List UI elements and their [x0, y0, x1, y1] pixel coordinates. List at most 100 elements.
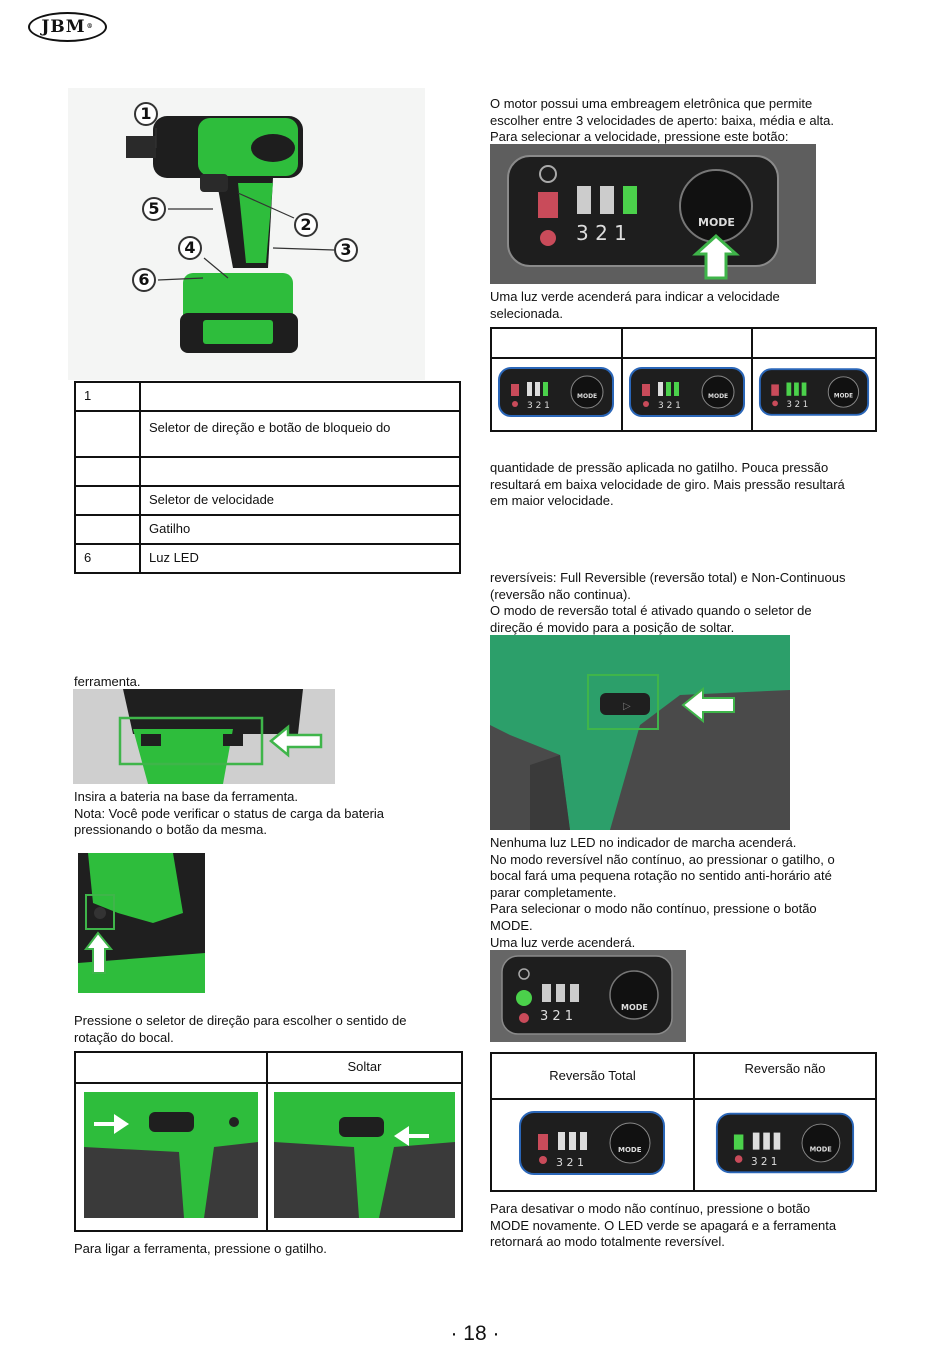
text-line: No modo reversível não contínuo, ao pres… [490, 851, 835, 867]
text-line: (reversão não continua). [490, 586, 631, 602]
speed-header-3 [751, 327, 877, 359]
impact-wrench-photo: 1 5 2 3 4 6 [68, 88, 425, 380]
text-line: Para selecionar o modo não contínuo, pre… [490, 901, 817, 917]
non-continuous-panel-photo: 3 2 1 MODE [490, 950, 686, 1042]
text-line: parar completamente. [490, 884, 617, 900]
text-line: escolher entre 3 velocidades de aperto: … [490, 112, 834, 128]
text-line: rotação do bocal. [74, 1029, 174, 1045]
panel-speed-numbers: 3 2 1 [576, 221, 627, 245]
callout-3: 3 [334, 238, 358, 262]
part-desc [139, 381, 461, 412]
text-line: Insira a bateria na base da ferramenta. [74, 789, 299, 804]
text-line: retornará ao modo totalmente reversível. [490, 1234, 725, 1250]
text-line: bocal fará uma pequena rotação no sentid… [490, 868, 832, 884]
parts-table: 1 Seletor de direção e botão de bloqueio… [74, 381, 461, 574]
panel-reversal-non-icon: 3 2 1 MODE [715, 1112, 855, 1173]
svg-text:3 2 1: 3 2 1 [751, 1155, 777, 1167]
page-number: · 18 · [450, 1322, 500, 1345]
svg-text:3 2 1: 3 2 1 [540, 1009, 573, 1024]
direction-release-photo [274, 1091, 455, 1218]
text-green-light: Uma luz verde acenderá para indicar a ve… [490, 289, 890, 322]
svg-text:3 2 1: 3 2 1 [556, 1156, 584, 1169]
svg-text:3 2 1: 3 2 1 [527, 401, 550, 411]
parts-row: Seletor de direção e botão de bloqueio d… [74, 410, 461, 458]
dir-header-1 [74, 1051, 268, 1084]
part-number [74, 485, 141, 516]
svg-text:MODE: MODE [621, 1003, 648, 1012]
panel-speed-3-icon: 3 2 1 MODE [758, 368, 870, 416]
reversal-table: Reversão Total Reversão não 3 2 1 MODE 3… [490, 1052, 877, 1192]
panel-speed-2-icon: 3 2 1 MODE [629, 367, 745, 418]
text-line: pressionando o botão da mesma. [74, 822, 267, 838]
text-trigger: Para ligar a ferramenta, pressione o gat… [74, 1241, 327, 1256]
text-line: selecionada. [490, 305, 563, 321]
part-desc [139, 456, 461, 487]
text-direction: Pressione o seletor de direção para esco… [74, 1013, 454, 1046]
text-line: MODE novamente. O LED verde se apagará e… [490, 1217, 837, 1233]
svg-text:3 2 1: 3 2 1 [786, 400, 808, 410]
part-number [74, 514, 141, 545]
part-desc: Gatilho [139, 514, 461, 545]
text-line: Para desativar o modo não contínuo, pres… [490, 1201, 811, 1216]
text-ferramenta: ferramenta. [74, 674, 141, 689]
callout-6: 6 [132, 268, 156, 292]
parts-row [74, 456, 461, 487]
direction-table: Soltar [74, 1051, 463, 1232]
svg-text:MODE: MODE [834, 394, 853, 400]
speed-cell-3: 3 2 1 MODE [751, 357, 877, 432]
speed-header-2 [621, 327, 753, 359]
svg-text:MODE: MODE [577, 393, 597, 400]
battery-insert-photo [73, 689, 335, 784]
callout-1: 1 [134, 102, 158, 126]
callout-4: 4 [178, 236, 202, 260]
parts-row: 1 [74, 381, 461, 412]
text-line: O modo de reversão total é ativado quand… [490, 603, 812, 619]
rev-header-total: Reversão Total [490, 1052, 695, 1100]
text-reversible: reversíveis: Full Reversible (reversão t… [490, 570, 890, 636]
text-motor: O motor possui uma embreagem eletrônica … [490, 96, 890, 146]
svg-text:▷: ▷ [623, 701, 631, 712]
parts-row: Seletor de velocidade [74, 485, 461, 516]
part-number [74, 456, 141, 487]
text-line: Uma luz verde acenderá. [490, 934, 636, 950]
text-line: Pressione o seletor de direção para esco… [74, 1013, 407, 1028]
speed-cell-1: 3 2 1 MODE [490, 357, 623, 432]
jbm-logo: JBM® [28, 12, 107, 42]
text-line: reversíveis: Full Reversible (reversão t… [490, 570, 846, 585]
rev-cell-total: 3 2 1 MODE [490, 1098, 695, 1192]
text-line: quantidade de pressão aplicada no gatilh… [490, 460, 829, 475]
dir-cell-tighten [74, 1082, 268, 1232]
text-line: O motor possui uma embreagem eletrônica … [490, 96, 813, 111]
mode-panel-photo: 3 2 1 MODE [490, 144, 816, 284]
text-line: em maior velocidade. [490, 493, 614, 509]
text-line: direção é movido para a posição de solta… [490, 619, 735, 635]
rev-cell-non: 3 2 1 MODE [693, 1098, 877, 1192]
text-line: Nota: Você pode verificar o status de ca… [74, 805, 385, 821]
part-desc: Seletor de direção e botão de bloqueio d… [139, 410, 461, 458]
part-desc: Seletor de velocidade [139, 485, 461, 516]
svg-text:MODE: MODE [618, 1146, 642, 1154]
svg-text:3 2 1: 3 2 1 [658, 401, 681, 411]
battery-button-photo [78, 853, 205, 993]
speed-cell-2: 3 2 1 MODE [621, 357, 753, 432]
svg-text:MODE: MODE [698, 216, 735, 229]
dir-cell-release [266, 1082, 463, 1232]
text-line: Uma luz verde acenderá para indicar a ve… [490, 289, 780, 304]
text-battery: Insira a bateria na base da ferramenta. … [74, 789, 454, 839]
panel-speed-1-icon: 3 2 1 MODE [498, 367, 614, 418]
callout-5: 5 [142, 197, 166, 221]
parts-row: Gatilho [74, 514, 461, 545]
direction-tighten-photo [84, 1091, 258, 1218]
callout-2: 2 [294, 213, 318, 237]
part-number [74, 410, 141, 458]
text-line: Para selecionar a velocidade, pressione … [490, 129, 789, 145]
svg-text:MODE: MODE [708, 393, 728, 400]
text-no-led: Nenhuma luz LED no indicador de marcha a… [490, 835, 890, 951]
part-number: 1 [74, 381, 141, 412]
panel-reversal-total-icon: 3 2 1 MODE [519, 1110, 665, 1175]
part-number: 6 [74, 543, 141, 574]
part-desc: Luz LED [139, 543, 461, 574]
rev-header-non: Reversão não [693, 1052, 877, 1100]
speed-table: 3 2 1 MODE 3 2 1 MODE 3 2 1 MOD [490, 327, 877, 432]
